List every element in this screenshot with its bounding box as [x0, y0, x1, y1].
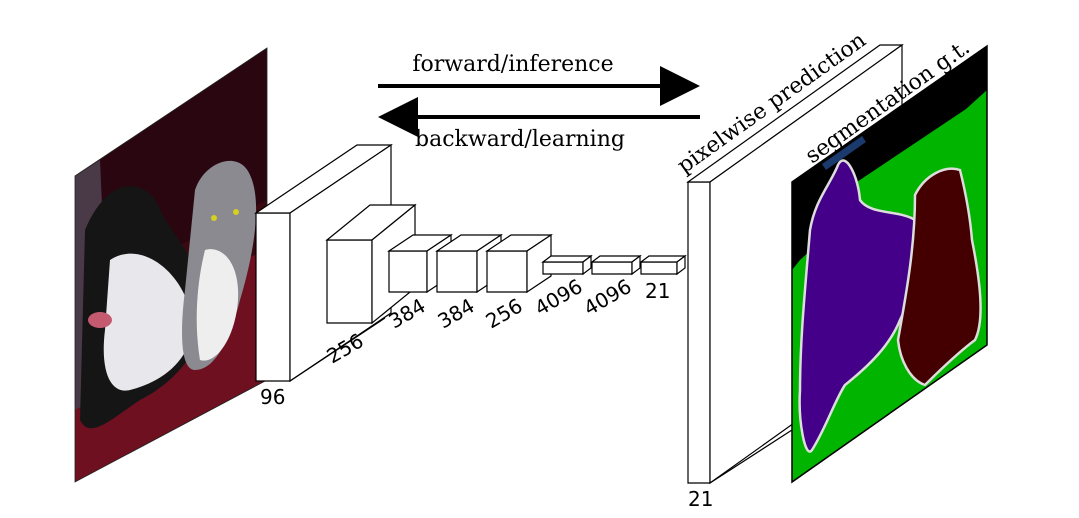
backward-arrow: backward/learning — [378, 97, 700, 152]
layer-stack — [254, 143, 687, 383]
prediction-connector — [709, 429, 793, 484]
layer-box-6 — [541, 254, 593, 276]
input-image — [74, 47, 268, 483]
backward-label: backward/learning — [415, 127, 625, 152]
forward-label: forward/inference — [412, 52, 613, 77]
layer-box-5 — [485, 233, 553, 294]
gt-title-bar — [822, 136, 866, 170]
layer-label-1: 96 — [260, 385, 285, 409]
layer-label-7: 4096 — [580, 274, 636, 320]
prediction-label: 21 — [688, 487, 713, 511]
layer-label-4: 384 — [434, 293, 479, 333]
connector-line — [289, 317, 386, 382]
forward-arrow: forward/inference — [378, 52, 700, 106]
layer-label-8: 21 — [645, 279, 670, 303]
layer-label-5: 256 — [482, 293, 527, 333]
layer-box-8 — [639, 254, 687, 276]
layer-box-7 — [590, 254, 642, 276]
